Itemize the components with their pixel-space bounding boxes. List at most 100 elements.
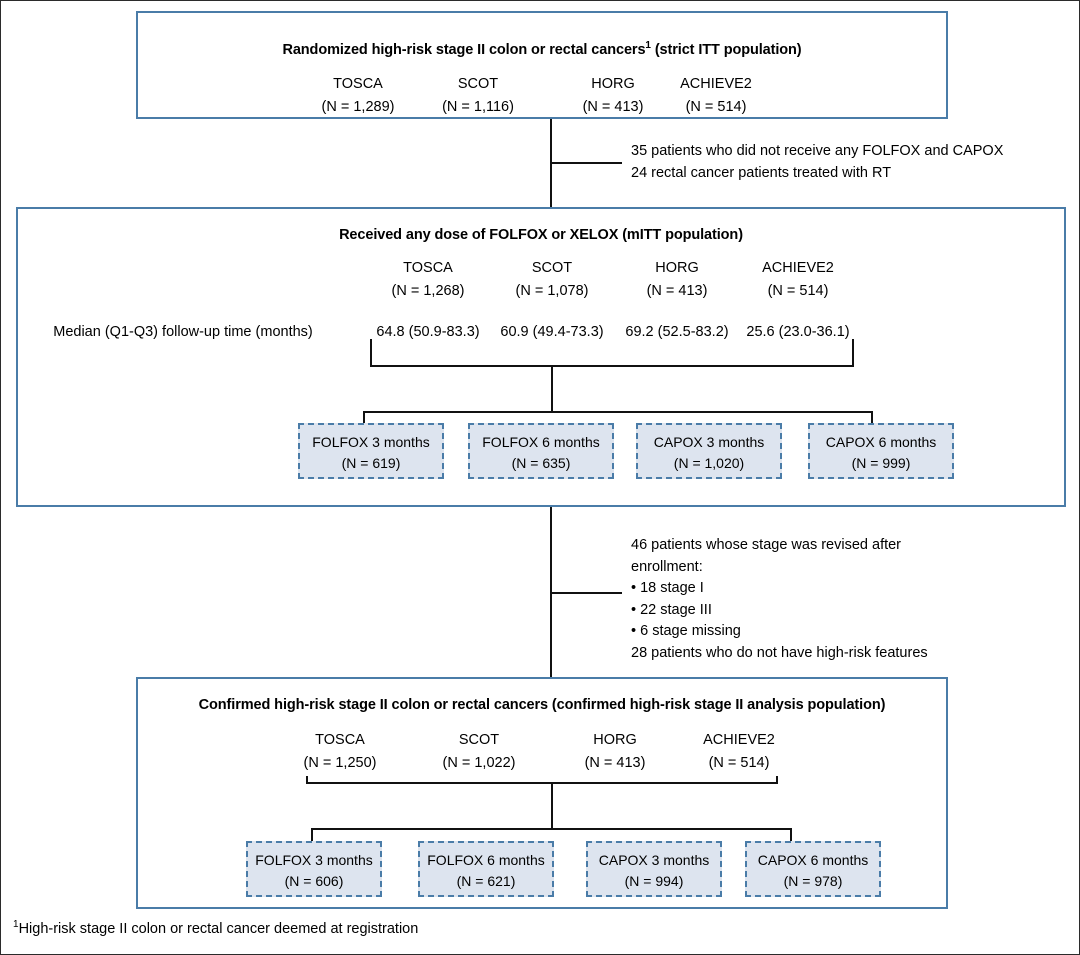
median-value: 64.8	[376, 324, 405, 340]
stage-title-randomized-text: Randomized high-risk stage II colon or r…	[282, 41, 646, 58]
brace-mid-left-drop	[370, 339, 372, 367]
connector-exclusion-1-tick	[550, 162, 622, 164]
brace-mid-horizontal-bottom	[363, 411, 873, 413]
arm-label: CAPOX 3 months	[598, 852, 710, 868]
median-value-scot: 60.9 (49.4-73.3)	[500, 321, 603, 344]
cohort-count: (N = 1,268)	[391, 283, 465, 299]
cohort-bottom-scot: SCOT (N = 1,022)	[443, 729, 516, 775]
brace-bottom-arm-drop-left	[311, 828, 313, 841]
arm-label: FOLFOX 6 months	[482, 434, 600, 450]
arm-label: CAPOX 6 months	[825, 434, 937, 450]
arm-box-bottom-folfox-3: FOLFOX 3 months (N = 606)	[246, 841, 382, 897]
cohort-name: ACHIEVE2	[680, 76, 752, 92]
arm-box-mid-capox-3: CAPOX 3 months (N = 1,020)	[636, 423, 782, 479]
cohort-count: (N = 1,078)	[515, 283, 589, 299]
median-value-achieve2: 25.6 (23.0-36.1)	[746, 321, 849, 344]
median-value-tosca: 64.8 (50.9-83.3)	[376, 321, 479, 344]
arm-count: (N = 978)	[783, 873, 843, 889]
footnote-marker: 1	[13, 919, 19, 930]
median-iqr: (50.9-83.3)	[408, 324, 480, 340]
median-iqr: (52.5-83.2)	[657, 324, 729, 340]
cohort-count: (N = 514)	[685, 99, 747, 115]
cohort-top-scot: SCOT (N = 1,116)	[442, 73, 514, 119]
cohort-count: (N = 1,250)	[303, 755, 377, 771]
brace-mid-horizontal-top	[370, 365, 854, 367]
cohort-mid-horg: HORG (N = 413)	[647, 257, 708, 303]
median-iqr: (49.4-73.3)	[532, 324, 604, 340]
brace-bottom-right-tip	[776, 776, 778, 784]
brace-bottom-horizontal-bottom	[311, 828, 792, 830]
cohort-name: ACHIEVE2	[703, 732, 775, 748]
stage-title-randomized: Randomized high-risk stage II colon or r…	[138, 40, 946, 58]
stage-title-mitt: Received any dose of FOLFOX or XELOX (mI…	[339, 227, 743, 243]
cohort-count: (N = 413)	[646, 283, 708, 299]
arm-label: CAPOX 6 months	[757, 852, 869, 868]
cohort-name: SCOT	[458, 732, 500, 748]
cohort-count: (N = 1,116)	[442, 99, 514, 115]
cohort-mid-scot: SCOT (N = 1,078)	[516, 257, 589, 303]
brace-bottom-horizontal-top	[306, 782, 778, 784]
arm-box-mid-folfox-3: FOLFOX 3 months (N = 619)	[298, 423, 444, 479]
brace-bottom-center-stem	[551, 782, 553, 830]
brace-mid-right-drop	[852, 339, 854, 367]
cohort-name: TOSCA	[315, 732, 365, 748]
arm-label: FOLFOX 3 months	[255, 852, 373, 868]
cohort-name: TOSCA	[403, 260, 453, 276]
brace-bottom-left-tip	[306, 776, 308, 784]
arm-label: FOLFOX 3 months	[312, 434, 430, 450]
cohort-mid-achieve2: ACHIEVE2 (N = 514)	[762, 257, 834, 303]
cohort-top-tosca: TOSCA (N = 1,289)	[322, 73, 395, 119]
cohort-count: (N = 514)	[708, 755, 770, 771]
arm-box-bottom-folfox-6: FOLFOX 6 months (N = 621)	[418, 841, 554, 897]
median-followup-label-line2: (months)	[255, 324, 313, 340]
cohort-name: TOSCA	[333, 76, 383, 92]
median-iqr: (23.0-36.1)	[778, 324, 850, 340]
stage-box-mitt: Received any dose of FOLFOX or XELOX (mI…	[16, 207, 1066, 507]
stage-title-confirmed: Confirmed high-risk stage II colon or re…	[198, 697, 886, 713]
cohort-name: SCOT	[457, 76, 499, 92]
footnote-text: High-risk stage II colon or rectal cance…	[18, 920, 419, 937]
arm-box-mid-folfox-6: FOLFOX 6 months (N = 635)	[468, 423, 614, 479]
median-value-horg: 69.2 (52.5-83.2)	[625, 321, 728, 344]
arm-count: (N = 606)	[284, 873, 344, 889]
cohort-bottom-achieve2: ACHIEVE2 (N = 514)	[703, 729, 775, 775]
median-value: 25.6	[746, 324, 775, 340]
stage-box-randomized: Randomized high-risk stage II colon or r…	[136, 11, 948, 119]
cohort-top-achieve2: ACHIEVE2 (N = 514)	[680, 73, 752, 119]
arm-count: (N = 619)	[341, 455, 401, 471]
cohort-count: (N = 413)	[584, 755, 646, 771]
arm-box-bottom-capox-3: CAPOX 3 months (N = 994)	[586, 841, 722, 897]
arm-box-bottom-capox-6: CAPOX 6 months (N = 978)	[745, 841, 881, 897]
cohort-count: (N = 413)	[582, 99, 644, 115]
cohort-name: HORG	[591, 76, 635, 92]
brace-bottom-arm-drop-right	[790, 828, 792, 841]
cohort-count: (N = 1,289)	[321, 99, 395, 115]
stage-title-randomized-suffix: (strict ITT population)	[650, 41, 802, 58]
arm-count: (N = 1,020)	[673, 455, 745, 471]
median-followup-label: Median (Q1-Q3) follow-up time (months)	[53, 321, 313, 344]
arm-count: (N = 635)	[511, 455, 571, 471]
brace-mid-center-stem	[551, 365, 553, 413]
arm-count: (N = 994)	[624, 873, 684, 889]
median-followup-label-line1: Median (Q1-Q3) follow-up time	[53, 324, 252, 340]
exclusion-note-1: 35 patients who did not receive any FOLF…	[631, 143, 1004, 181]
cohort-bottom-horg: HORG (N = 413)	[585, 729, 646, 775]
stage-title-randomized-superscript: 1	[645, 40, 651, 51]
cohort-bottom-tosca: TOSCA (N = 1,250)	[304, 729, 377, 775]
median-value: 60.9	[500, 324, 529, 340]
arm-label: FOLFOX 6 months	[427, 852, 545, 868]
cohort-name: ACHIEVE2	[762, 260, 834, 276]
arm-box-mid-capox-6: CAPOX 6 months (N = 999)	[808, 423, 954, 479]
cohort-count: (N = 514)	[767, 283, 829, 299]
brace-mid-arm-drop-left	[363, 411, 365, 423]
cohort-name: HORG	[655, 260, 699, 276]
exclusion-note-2: 46 patients whose stage was revised afte…	[631, 537, 928, 661]
brace-mid-arm-drop-right	[871, 411, 873, 423]
cohort-name: SCOT	[531, 260, 573, 276]
stage-box-confirmed: Confirmed high-risk stage II colon or re…	[136, 677, 948, 909]
connector-exclusion-2-tick	[550, 592, 622, 594]
figure-footnote: 1High-risk stage II colon or rectal canc…	[13, 919, 418, 937]
cohort-name: HORG	[593, 732, 637, 748]
median-value: 69.2	[625, 324, 654, 340]
